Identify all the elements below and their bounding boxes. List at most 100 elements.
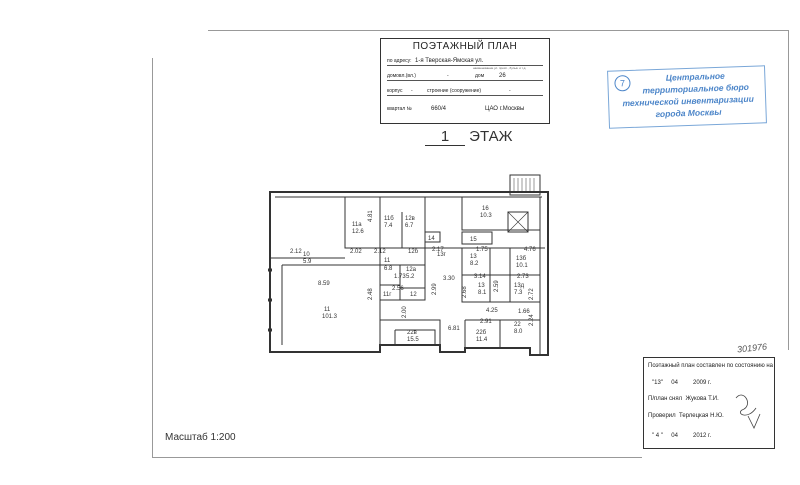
house-row: домовл.(вл.) - дом 26 xyxy=(387,72,543,81)
room-label: 11б xyxy=(384,216,394,222)
dimension-labels: 4.81 2.02 2.12 8.59 2.48 2.99 2.00 3.30 … xyxy=(290,210,536,332)
room-label: 12б xyxy=(408,249,419,255)
dimension: 2.00 xyxy=(402,306,408,318)
room-area: 6.7 xyxy=(405,223,414,229)
dimension: 8.59 xyxy=(318,281,330,287)
building-label: строение (сооружение) xyxy=(427,88,482,94)
room-area: 5.9 xyxy=(303,259,312,265)
cert-date2: " 4 " 04 2012 г. xyxy=(652,433,712,439)
wall-room-12a xyxy=(399,265,426,301)
room-label: 12a xyxy=(406,267,417,273)
cert-checked: Проверил Терлецкая Н.Ю. xyxy=(648,413,724,419)
cert-date1: "13" 04 2009 г. xyxy=(652,380,712,386)
vent-cross xyxy=(507,211,529,233)
room-label: 13 xyxy=(478,283,485,289)
dimension: 1.75 xyxy=(476,247,488,253)
building-value: - xyxy=(509,88,511,94)
certification-box: Поэтажный план составлен по состоянию на… xyxy=(643,357,775,449)
wall-lower-h xyxy=(380,319,540,348)
scale-label: Масштаб 1:200 xyxy=(165,432,236,443)
room-area: 10.1 xyxy=(516,263,528,269)
wall-room-11b xyxy=(379,197,426,266)
outer-wall xyxy=(269,191,549,356)
floor-heading: 1 ЭТАЖ xyxy=(425,128,512,146)
room-area: 10.3 xyxy=(480,213,492,219)
room-area: 8.0 xyxy=(514,329,523,335)
wall-room-11a xyxy=(344,197,380,249)
room-label: 13 xyxy=(470,254,477,260)
dimension: 2.17 xyxy=(432,247,444,253)
dimension: 2.91 xyxy=(480,319,492,325)
room-area: 8.2 xyxy=(470,261,479,267)
room-label: 12 xyxy=(410,292,417,298)
wall-big-room xyxy=(281,264,381,345)
address-label: по адресу: xyxy=(387,58,412,64)
dimension: 6.81 xyxy=(448,326,460,332)
dimension: 4.76 xyxy=(524,247,536,253)
columns-left xyxy=(268,268,272,332)
wall-13-block xyxy=(461,248,540,303)
title-block: ПОЭТАЖНЫЙ ПЛАН по адресу: 1-я Тверская-Я… xyxy=(380,38,550,124)
cert-checked-label: Проверил xyxy=(648,413,676,419)
cert-date2-day: 4 xyxy=(655,433,660,439)
room-label: 10 xyxy=(303,252,310,258)
room-label: 11a xyxy=(352,222,362,228)
dimension: 2.02 xyxy=(350,249,362,255)
stair-lines xyxy=(513,178,535,193)
cert-date1-year: 2009 xyxy=(693,380,707,386)
room-label: 13г xyxy=(437,252,447,258)
room-area: 101.3 xyxy=(322,314,338,320)
dimension: 2.12 xyxy=(290,249,302,255)
cert-year-suffix-2: г. xyxy=(708,433,712,439)
room-label: 15 xyxy=(470,237,477,243)
cert-line-1: Поэтажный план составлен по состоянию на xyxy=(648,363,774,369)
dimension: 1.66 xyxy=(518,309,530,315)
sheet-border-bottom xyxy=(152,457,642,458)
korpus-row: корпус - строение (сооружение) - xyxy=(387,87,543,96)
dom-value: 26 xyxy=(499,73,506,79)
dimension: 4.81 xyxy=(368,210,374,222)
signature-mark xyxy=(735,394,761,429)
address-value: 1-я Тверская-Ямская ул. xyxy=(415,58,484,64)
room-label: 14 xyxy=(428,236,435,242)
dimension: 2.99 xyxy=(432,283,438,295)
korpus-value: - xyxy=(411,88,413,94)
dimension: 2.68 xyxy=(462,286,468,298)
address-hint: наименование ул. просп., бульв. и т.д. xyxy=(473,66,527,70)
dimension: 1.73 xyxy=(394,274,406,280)
dimension: 2.72 xyxy=(529,288,535,300)
dimension: 4.25 xyxy=(486,308,498,314)
floor-label: ЭТАЖ xyxy=(469,128,513,145)
room-area: 5.2 xyxy=(406,274,415,280)
cert-surveyed-name: Жукова Т.И. xyxy=(685,396,719,402)
room-label: 13д xyxy=(514,283,525,289)
sheet-border-left xyxy=(152,58,153,458)
room-label: 13б xyxy=(516,256,527,262)
room-label: 22б xyxy=(476,330,487,336)
dom-label: дом xyxy=(475,73,485,79)
floor-number: 1 xyxy=(425,128,465,146)
sheet-border-top xyxy=(208,30,788,31)
cert-surveyed: П/план снял Жукова Т.И. xyxy=(648,396,719,402)
room-label: 11 xyxy=(324,307,331,313)
room-label: 22в xyxy=(407,330,417,336)
dimension: 2.24 xyxy=(529,314,535,326)
dimension: 2.12 xyxy=(374,249,386,255)
address-row: по адресу: 1-я Тверская-Ямская ул. xyxy=(387,57,543,66)
dimension: 2.73 xyxy=(517,274,529,280)
room-area: 11.4 xyxy=(476,337,488,343)
kvartal-row: квартал № 660/4 ЦАО г.Москвы xyxy=(387,105,543,113)
district-value: ЦАО г.Москвы xyxy=(485,106,525,112)
plan-title: ПОЭТАЖНЫЙ ПЛАН xyxy=(412,41,518,52)
room-area: 7.4 xyxy=(384,223,393,229)
room-area: 12.6 xyxy=(352,229,364,235)
cert-date1-month: 04 xyxy=(671,380,678,386)
dimension: 2.59 xyxy=(494,280,500,292)
room-label: 11 xyxy=(384,258,391,264)
room-area: 7.3 xyxy=(514,290,523,296)
room-label: 22 xyxy=(514,322,521,328)
kvartal-value: 660/4 xyxy=(431,106,447,112)
cert-checked-name: Терлецкая Н.Ю. xyxy=(678,413,724,419)
kvartal-label: квартал № xyxy=(387,106,412,112)
